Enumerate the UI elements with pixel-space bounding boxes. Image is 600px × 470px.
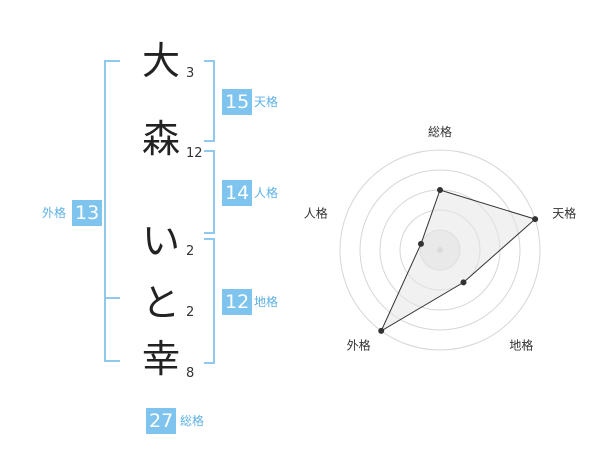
soukaku-label: 総格 xyxy=(180,414,205,428)
radar-axis-label-4: 外格 xyxy=(347,338,371,353)
name-char-5: 幸 xyxy=(141,337,180,381)
radar-axis-label-2: 天格 xyxy=(552,206,576,221)
radar-point-1 xyxy=(437,187,443,193)
radar-point-4 xyxy=(378,327,385,334)
stroke-count-1: 3 xyxy=(186,66,195,81)
radar-point-3 xyxy=(460,279,467,286)
radar-value-polygon xyxy=(380,189,537,333)
chikaku-value: 12 xyxy=(222,289,253,315)
soukaku-value: 27 xyxy=(146,408,177,434)
name-char-2: 森 xyxy=(141,117,180,161)
jinkaku-value: 14 xyxy=(222,180,253,206)
name-char-3: い xyxy=(141,219,180,263)
radar-point-5 xyxy=(417,240,424,247)
tenkaku-bracket xyxy=(204,60,215,142)
gaikaku-bracket xyxy=(104,60,120,362)
stroke-count-2: 12 xyxy=(186,146,203,161)
jinkaku-bracket xyxy=(204,150,215,234)
radar-axis-label-5: 人格 xyxy=(304,206,328,221)
radar-axis-label-3: 地格 xyxy=(509,338,533,353)
gaikaku-value: 13 xyxy=(72,200,103,226)
radar-axis-label-1: 総格 xyxy=(428,124,452,139)
stroke-count-5: 8 xyxy=(186,366,195,381)
name-char-1: 大 xyxy=(141,39,180,83)
chikaku-bracket xyxy=(204,238,215,364)
jinkaku-label: 人格 xyxy=(254,186,279,200)
stroke-count-4: 2 xyxy=(186,305,195,320)
name-char-4: と xyxy=(141,281,180,325)
radar-grid-ring-4 xyxy=(359,169,521,331)
stroke-count-3: 2 xyxy=(186,244,195,259)
chikaku-label: 地格 xyxy=(254,295,279,309)
gaikaku-bracket-mid-tick xyxy=(104,297,120,299)
radar-point-2 xyxy=(532,216,539,223)
radar-grid-ring-5 xyxy=(339,149,541,351)
tenkaku-value: 15 xyxy=(222,89,253,115)
gaikaku-label: 外格 xyxy=(42,206,67,220)
tenkaku-label: 天格 xyxy=(254,95,279,109)
